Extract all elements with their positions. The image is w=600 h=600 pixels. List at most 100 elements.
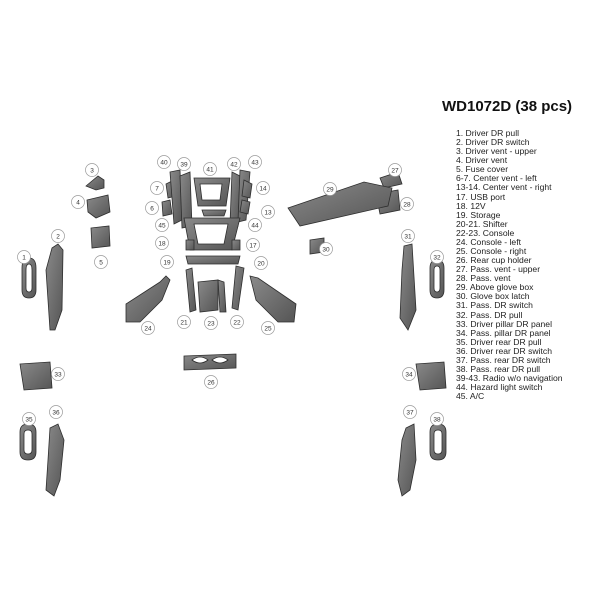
callout-label: 19 — [163, 259, 171, 266]
callout-25: 25 — [261, 321, 275, 335]
callout-1: 1 — [17, 250, 31, 264]
callout-32: 32 — [430, 250, 444, 264]
legend-item: 44. Hazard light switch — [456, 382, 543, 393]
legend-item: 5. Fuse cover — [456, 164, 509, 175]
trim-piece-3 — [85, 175, 105, 191]
callout-24: 24 — [141, 321, 155, 335]
callout-23: 23 — [204, 316, 218, 330]
callout-5: 5 — [94, 255, 108, 269]
callout-label: 45 — [158, 222, 166, 229]
callout-30: 30 — [319, 242, 333, 256]
callout-44: 44 — [248, 218, 262, 232]
legend-item: 20-21. Shifter — [456, 218, 508, 229]
callout-label: 36 — [52, 409, 60, 416]
trim-piece-4 — [86, 194, 111, 219]
callout-label: 13 — [264, 209, 272, 216]
trim-piece-18 — [185, 239, 195, 251]
legend-item: 6-7. Center vent - left — [456, 173, 537, 184]
legend-item: 36. Driver rear DR switch — [456, 345, 552, 356]
legend-item: 17. USB port — [456, 191, 506, 202]
legend-item: 26. Rear cup holder — [456, 255, 532, 266]
trim-piece-5 — [90, 225, 111, 249]
callout-label: 4 — [76, 199, 80, 206]
callout-28: 28 — [400, 197, 414, 211]
legend-item: 28. Pass. vent — [456, 273, 511, 284]
callout-34: 34 — [402, 367, 416, 381]
callout-label: 39 — [180, 161, 188, 168]
callout-39: 39 — [177, 157, 191, 171]
callout-label: 23 — [207, 320, 215, 327]
legend-item: 35. Driver rear DR pull — [456, 336, 542, 347]
trim-piece-24 — [125, 275, 171, 323]
callout-4: 4 — [71, 195, 85, 209]
callout-label: 22 — [233, 319, 241, 326]
callout-29: 29 — [323, 182, 337, 196]
legend-item: 32. Pass. DR pull — [456, 309, 523, 320]
callout-label: 25 — [264, 325, 272, 332]
legend-item: 24. Console - left — [456, 236, 521, 247]
legend-item: 1. Driver DR pull — [456, 128, 520, 138]
trim-piece-13 — [239, 199, 251, 215]
callout-label: 37 — [406, 409, 414, 416]
callout-19: 19 — [160, 255, 174, 269]
trim-piece-25 — [249, 275, 297, 323]
callout-22: 22 — [230, 315, 244, 329]
callout-label: 17 — [249, 242, 257, 249]
legend-item: 38. Pass. rear DR pull — [456, 364, 541, 375]
callout-7: 7 — [150, 181, 164, 195]
callout-37: 37 — [403, 405, 417, 419]
callout-label: 2 — [56, 233, 60, 240]
trim-piece-19 — [185, 255, 241, 265]
callout-36: 36 — [49, 405, 63, 419]
callout-label: 21 — [180, 319, 188, 326]
legend-item: 22-23. Console — [456, 227, 515, 238]
trim-piece-26 — [183, 353, 237, 371]
legend-item: 4. Driver vent — [456, 155, 508, 166]
callout-20: 20 — [254, 256, 268, 270]
trim-piece-36 — [45, 423, 65, 497]
legend-item: 3. Driver vent - upper — [456, 146, 537, 157]
callout-label: 6 — [150, 205, 154, 212]
callout-3: 3 — [85, 163, 99, 177]
callout-label: 44 — [251, 222, 259, 229]
callout-label: 26 — [207, 379, 215, 386]
legend-item: 27. Pass. vent - upper — [456, 264, 541, 275]
callout-label: 5 — [99, 259, 103, 266]
callout-45: 45 — [155, 218, 169, 232]
callout-41: 41 — [203, 162, 217, 176]
callout-label: 40 — [160, 159, 168, 166]
callout-label: 38 — [433, 416, 441, 423]
callout-18: 18 — [155, 236, 169, 250]
callout-2: 2 — [51, 229, 65, 243]
legend-item: 39-43. Radio w/o navigation — [456, 373, 563, 384]
trim-piece-17 — [231, 239, 241, 251]
callout-label: 30 — [322, 246, 330, 253]
callout-33: 33 — [51, 367, 65, 381]
legend-item: 37. Pass. rear DR switch — [456, 354, 551, 365]
callout-label: 41 — [206, 166, 214, 173]
callout-label: 3 — [90, 167, 94, 174]
callout-31: 31 — [401, 229, 415, 243]
legend-item: 45. A/C — [456, 391, 485, 402]
callout-40: 40 — [157, 155, 171, 169]
callout-label: 24 — [144, 325, 152, 332]
callout-label: 1 — [22, 254, 26, 261]
callout-label: 31 — [404, 233, 412, 240]
legend-item: 25. Console - right — [456, 246, 527, 257]
trim-piece-20 — [231, 265, 245, 311]
callout-13: 13 — [261, 205, 275, 219]
callout-17: 17 — [246, 238, 260, 252]
callout-label: 28 — [403, 201, 411, 208]
callout-label: 42 — [230, 161, 238, 168]
trim-piece-1 — [21, 257, 37, 299]
trim-piece-34 — [415, 361, 447, 391]
legend-item: 33. Driver pillar DR panel — [456, 318, 552, 329]
callout-6: 6 — [145, 201, 159, 215]
callout-label: 43 — [251, 159, 259, 166]
legend-item: 18. 12V — [456, 200, 486, 211]
trim-piece-35 — [19, 423, 37, 461]
callout-14: 14 — [256, 181, 270, 195]
callout-label: 18 — [158, 240, 166, 247]
